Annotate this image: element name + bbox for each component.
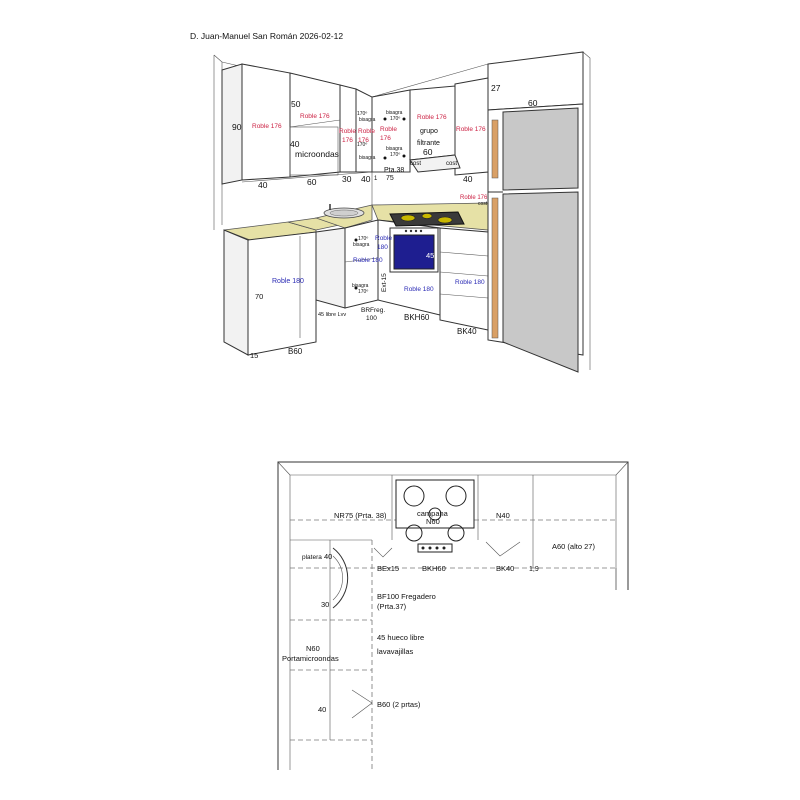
- upper-cabinets-right: [371, 77, 489, 176]
- plan-bf100-door: (Prta.37): [377, 602, 407, 611]
- dim-60-hood: 60: [423, 147, 433, 157]
- base-b60-label: B60: [288, 347, 303, 356]
- roble-180-label: Roble 180: [353, 257, 383, 264]
- plan-a60-label: A60 (alto 27): [552, 542, 595, 551]
- right-wall-edge: [582, 51, 591, 370]
- hinge-angle-label: 170º: [390, 116, 400, 122]
- plan-bex15-label: BEx15: [377, 564, 399, 573]
- sink-base-width: 100: [366, 315, 377, 322]
- upper-cabinets-left: [221, 63, 373, 185]
- dim-27: 27: [491, 83, 501, 93]
- roble-180-label: 180: [377, 244, 388, 251]
- door-swing-mark: [351, 689, 373, 719]
- dim-1: 1: [374, 176, 378, 182]
- hood-group-label: grupo: [420, 128, 438, 135]
- dim-70: 70: [255, 292, 263, 301]
- door-swing-mark: [485, 541, 521, 557]
- oven-base-label: BKH60: [404, 313, 430, 322]
- roble-176-label: 176: [342, 137, 353, 144]
- kitchen-floor-plan: NR75 (Prta. 38) campana N60 N40 A60 (alt…: [277, 461, 629, 770]
- hinge-label: bisagra: [352, 283, 369, 289]
- plan-inner-wall: [289, 474, 617, 770]
- plan-n40-label: N40: [496, 511, 510, 520]
- dim-75: 75: [386, 175, 394, 182]
- kitchen-elevation: 90 40 60 30 40 1 75 40 50 40 60 27 60 70…: [213, 51, 591, 373]
- dim-40-mid: 40: [361, 174, 371, 184]
- hinge-label: bisagra: [386, 110, 403, 116]
- roble-180-label: Roble 180: [404, 286, 434, 293]
- hood-filter-label: filtrante: [417, 140, 440, 147]
- dim-40-right: 40: [463, 174, 473, 184]
- hinge-angle-label: 170º: [358, 236, 368, 242]
- hinge-angle-label: 170º: [358, 289, 368, 295]
- hinge-angle-label: 170º: [357, 111, 367, 117]
- dishwasher-gap-label: 45 libre Lvv: [318, 312, 346, 318]
- plan-b60-label: B60 (2 prtas): [377, 700, 421, 709]
- hinge-angle-label: 170º: [357, 142, 367, 148]
- plan-dim-40-b: 40: [318, 705, 326, 714]
- hinge-angle-label: 170º: [390, 152, 400, 158]
- sink-base-label: BRFreg.: [361, 307, 385, 314]
- cost-label: cost: [446, 161, 457, 167]
- dim-60-micro: 60: [307, 177, 317, 187]
- oven-window: [393, 234, 435, 270]
- plan-bk40-label: BK40: [496, 564, 514, 573]
- roble-176-label: Roble 176: [300, 113, 330, 120]
- dim-40-micro: 40: [290, 139, 300, 149]
- microwave-label: microondas: [295, 149, 339, 159]
- plan-n60-hood-label: N60: [426, 517, 440, 526]
- extension-15-label: Ext-15: [381, 273, 388, 292]
- roble-176-label: Roble: [380, 126, 397, 133]
- dim-50: 50: [291, 99, 301, 109]
- dim-15: 15: [250, 351, 258, 360]
- dim-90: 90: [232, 122, 242, 132]
- door-swing-mark: [373, 547, 393, 558]
- left-wall-edge: [213, 54, 223, 230]
- plate-rack-label: platera: [302, 554, 322, 561]
- roble-176-label: 176: [380, 135, 391, 142]
- plan-hood-label: campana: [417, 509, 449, 518]
- fridge-upper-handle: [491, 119, 499, 179]
- roble-180-label: Roble 180: [272, 278, 304, 285]
- dim-30: 30: [342, 174, 352, 184]
- cost-label: cost: [410, 161, 421, 167]
- plan-nr75-label: NR75 (Prta. 38): [334, 511, 387, 520]
- roble-176-label: Roble 176: [460, 195, 488, 201]
- hinge-label: bisagra: [353, 242, 370, 248]
- hinge-label: bisagra: [359, 155, 376, 161]
- dim-45-oven: 45: [426, 251, 434, 260]
- plan-bf100-label: BF100 Fregadero: [377, 592, 436, 601]
- microwave-niche: [289, 126, 339, 176]
- plan-bkh60-label: BKH60: [422, 564, 446, 573]
- door-pta38-label: Pta.38: [384, 167, 404, 174]
- roble-176-label: Roble: [358, 128, 375, 135]
- roble-180-label: Roble 180: [455, 279, 485, 286]
- roble-176-label: 176: [358, 137, 369, 144]
- roble-176-label: Roble 176: [252, 123, 282, 130]
- hinge-label: bisagra: [386, 146, 403, 152]
- plan-dishwasher-gap: 45 hueco libre: [377, 633, 424, 642]
- dim-60-fridge: 60: [528, 98, 538, 108]
- roble-180-label: Roble: [375, 235, 392, 242]
- dim-40-left: 40: [258, 180, 268, 190]
- plan-dim-30: 30: [321, 600, 329, 609]
- plan-microwave-holder: Portamicroondas: [282, 654, 339, 663]
- plate-rack-arc: [332, 547, 349, 609]
- plan-dishwasher-label: lavavajillas: [377, 647, 414, 656]
- plan-dim-1-9: 1,9: [529, 566, 539, 573]
- plan-outer-wall: [277, 461, 629, 770]
- roble-176-label: Roble 176: [456, 126, 486, 133]
- fridge-lower-handle: [491, 197, 499, 339]
- roble-176-label: Roble: [339, 128, 356, 135]
- hinge-label: bisagra: [359, 117, 376, 123]
- plan-n60-micro-label: N60: [306, 644, 320, 653]
- fridge: [487, 51, 584, 373]
- base-bk40-label: BK40: [457, 327, 477, 336]
- author-date-label: D. Juan-Manuel San Román 2026-02-12: [190, 31, 343, 41]
- roble-176-label: Roble 176: [417, 114, 447, 121]
- cost-label: cost: [478, 201, 488, 207]
- plan-dim-40: 40: [324, 552, 332, 561]
